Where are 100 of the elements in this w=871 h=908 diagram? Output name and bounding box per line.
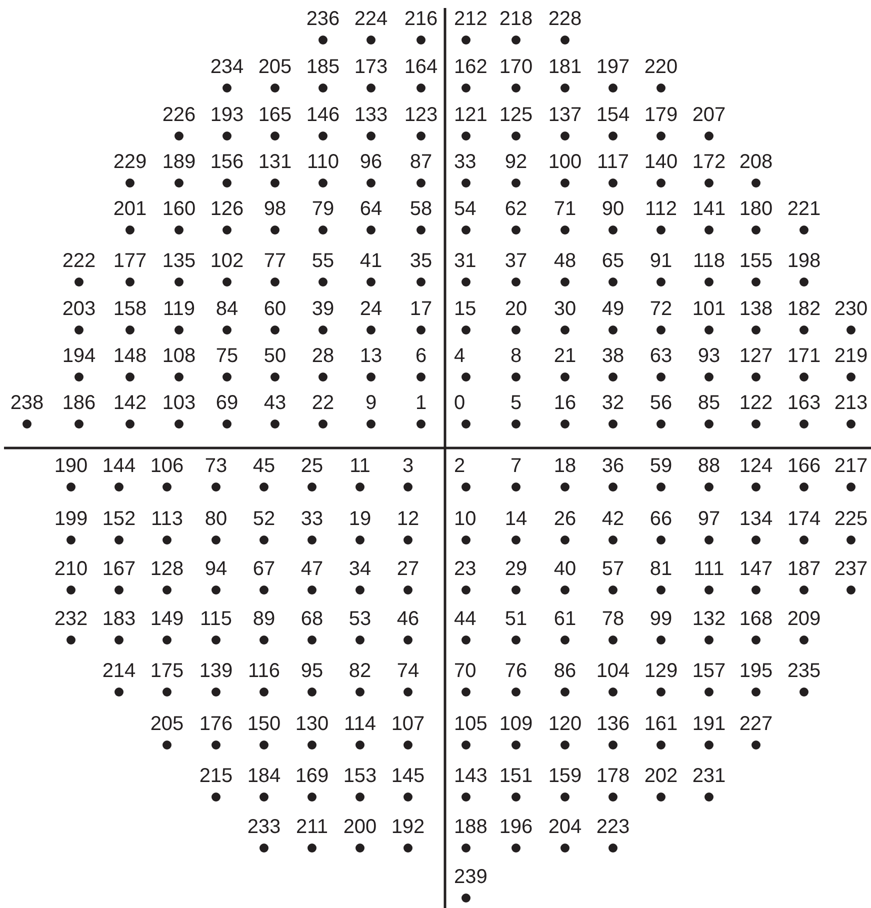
point-number: 236 [306,7,340,31]
point-number: 168 [739,607,773,631]
point-number: 74 [396,659,420,683]
point-number: 145 [391,764,425,788]
point-number: 2 [454,454,466,478]
point-number: 174 [787,507,821,531]
point-number: 213 [834,391,868,415]
point-number: 103 [162,391,196,415]
point-number: 64 [360,197,382,221]
point-number: 70 [454,659,476,683]
point-number: 52 [252,507,276,531]
point-number: 82 [348,659,372,683]
point-number: 139 [199,659,233,683]
point-number: 183 [102,607,136,631]
point-number: 17 [410,297,432,321]
point-number: 15 [454,297,476,321]
point-number: 76 [504,659,528,683]
point-number: 148 [113,344,147,368]
point-number: 169 [295,764,329,788]
point-number: 170 [499,55,533,79]
point-number: 159 [548,764,582,788]
point-number: 177 [113,249,147,273]
point-number: 202 [644,764,678,788]
point-number: 224 [354,7,388,31]
point-number: 80 [204,507,228,531]
point-number: 146 [306,103,340,127]
point-number: 53 [348,607,372,631]
point-number: 29 [504,557,528,581]
point-number: 238 [10,391,44,415]
point-number: 164 [404,55,438,79]
point-number: 127 [739,344,773,368]
point-number: 229 [113,150,147,174]
point-number: 239 [454,865,488,889]
point-number: 11 [350,454,370,478]
point-number: 59 [650,454,672,478]
point-number: 220 [644,55,678,79]
point-number: 3 [402,454,414,478]
point-number: 201 [113,197,147,221]
point-number: 138 [739,297,773,321]
point-number: 118 [693,249,725,273]
point-number: 92 [504,150,528,174]
point-number: 84 [216,297,238,321]
point-number: 43 [264,391,286,415]
point-number: 233 [247,815,281,839]
point-number: 172 [692,150,726,174]
point-number: 140 [644,150,678,174]
point-number: 88 [698,454,720,478]
point-number: 190 [54,454,88,478]
point-number: 116 [248,659,280,683]
point-number: 216 [404,7,438,31]
point-number: 95 [300,659,324,683]
point-number: 187 [787,557,821,581]
point-number: 51 [504,607,528,631]
point-number: 66 [650,507,672,531]
point-number: 115 [200,607,232,631]
point-number: 41 [360,249,382,273]
point-number: 58 [410,197,432,221]
point-number: 132 [692,607,726,631]
point-number: 154 [596,103,630,127]
point-number: 215 [199,764,233,788]
point-number: 207 [692,103,726,127]
point-number: 72 [650,297,672,321]
point-number: 186 [62,391,96,415]
point-number: 9 [365,391,377,415]
point-number: 194 [62,344,96,368]
point-number: 119 [163,297,195,321]
point-number: 1 [415,391,427,415]
point-number: 208 [739,150,773,174]
point-number: 8 [510,344,522,368]
point-number: 25 [300,454,324,478]
point-number: 10 [454,507,476,531]
point-number: 94 [204,557,228,581]
point-number: 55 [312,249,334,273]
point-number: 85 [698,391,720,415]
point-number: 19 [348,507,372,531]
point-number: 143 [454,764,488,788]
point-number: 109 [499,712,533,736]
point-number: 73 [204,454,228,478]
point-number: 50 [264,344,286,368]
point-number: 28 [312,344,334,368]
point-number: 36 [602,454,624,478]
point-number: 65 [602,249,624,273]
point-number: 205 [258,55,292,79]
point-number: 203 [62,297,96,321]
point-number: 86 [554,659,576,683]
point-number: 123 [404,103,438,127]
point-number: 68 [300,607,324,631]
point-number: 31 [454,249,476,273]
point-number: 100 [548,150,582,174]
point-number: 153 [343,764,377,788]
point-number: 191 [692,712,726,736]
point-number: 180 [739,197,773,221]
point-number: 101 [692,297,726,321]
point-number: 81 [650,557,672,581]
point-number: 22 [312,391,334,415]
point-number: 136 [596,712,630,736]
point-number: 30 [554,297,576,321]
point-number: 78 [602,607,624,631]
point-number: 195 [739,659,773,683]
point-number: 211 [296,815,328,839]
